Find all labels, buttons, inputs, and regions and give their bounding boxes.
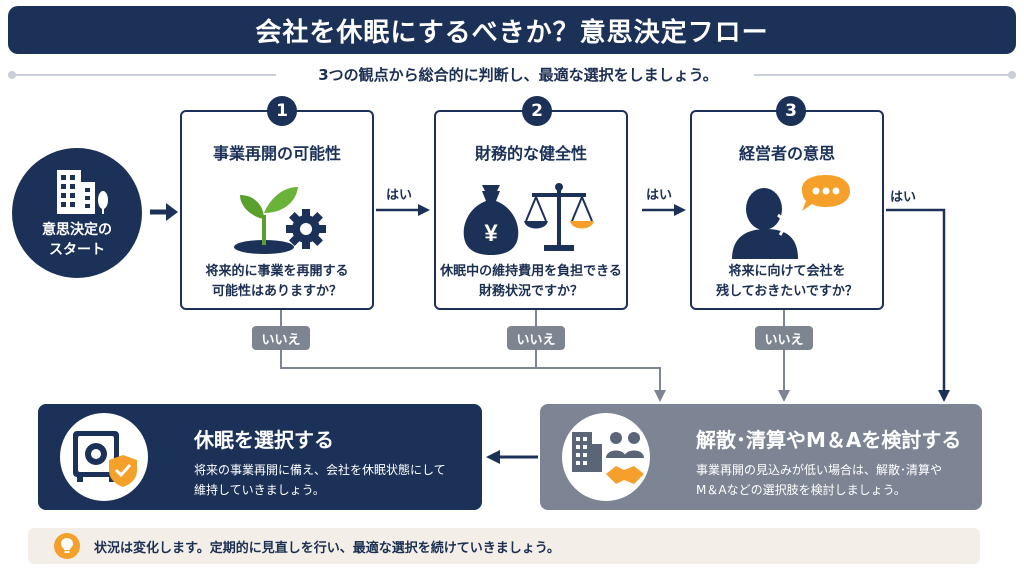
divider-dot-right [1008, 71, 1016, 79]
step-title: 経営者の意思 [738, 144, 835, 163]
divider-left [8, 74, 276, 76]
subtitle: 3つの観点から総合的に判断し、最適な選択をしましょう。 [318, 66, 718, 84]
arrow-head-step2 [418, 204, 430, 216]
footer-text: 状況は変化します。定期的に見直しを行い、最適な選択を続けていきましょう。 [94, 541, 560, 556]
arrow-head-dormant [486, 450, 500, 464]
yes-label-2: はい [646, 188, 673, 203]
result-title: 解散･清算やM＆Aを検討する [696, 428, 962, 452]
result-desc: 事業再開の見込みが低い場合は、解散･清算や M＆Aなどの選択肢を検討しましょう。 [696, 463, 943, 497]
divider-right [754, 74, 1016, 76]
step-number-3: 3 [776, 96, 806, 126]
arrow-head-start [166, 203, 178, 221]
start-label: 意思決定の スタート [42, 220, 112, 260]
start-node: 意思決定の スタート [12, 148, 142, 278]
no-tag-2: いいえ [507, 326, 565, 350]
step-question: 休眠中の維持費用を負担できる 財務状況ですか？ [440, 264, 622, 299]
step-question: 将来に向けて会社を 残しておきたいですか？ [716, 264, 858, 299]
yes-label-1: はい [386, 188, 413, 203]
arrow-head-step3-yes [938, 390, 950, 402]
result-dormant: 休眠を選択する 将来の事業再開に備え、会社を休眠状態にして 維持していきましょう… [38, 404, 482, 510]
thinking-person-icon [692, 172, 882, 262]
result-dissolve: 解散･清算やM＆Aを検討する 事業再開の見込みが低い場合は、解散･清算や M＆A… [540, 404, 982, 510]
no-tag-3: いいえ [755, 326, 813, 350]
footer-note: 状況は変化します。定期的に見直しを行い、最適な選択を続けていきましょう。 [28, 528, 980, 564]
money-bag-scale-icon: ¥ [436, 172, 626, 262]
sprout-gear-icon [182, 172, 372, 262]
step-card-1: 事業再開の可能性 将来的に事業を再開する 可能性はありますか？ [180, 110, 374, 310]
step-title: 財務的な健全性 [474, 144, 587, 163]
page-title: 会社を休眠にするべきか？意思決定フロー [8, 6, 1016, 54]
step-card-3: 経営者の意思 将来に向けて会社を 残しておきたいですか？ [690, 110, 884, 310]
subtitle-row: 3つの観点から総合的に判断し、最適な選択をしましょう。 [8, 60, 1016, 90]
yes-label-3: はい [890, 190, 917, 205]
lightbulb-icon [54, 533, 80, 559]
step-number-2: 2 [522, 96, 552, 126]
no-tag-1: いいえ [252, 326, 310, 350]
arrow-head-no-1 [654, 390, 666, 402]
safe-shield-icon [60, 413, 148, 501]
result-title: 休眠を選択する [194, 428, 334, 452]
arrow-head-no-2 [778, 390, 790, 402]
arrow-head-step3 [674, 204, 686, 216]
step-card-2: 財務的な健全性 ¥ 休眠中の維持費用を負担できる 財務状況ですか？ [434, 110, 628, 310]
step-question: 将来的に事業を再開する 可能性はありますか？ [205, 264, 349, 299]
building-icon [57, 170, 108, 214]
svg-text:¥: ¥ [484, 220, 498, 247]
start-label-text: 意思決定の スタート [42, 222, 112, 258]
line-step1-no-down [280, 350, 661, 392]
step-title: 事業再開の可能性 [212, 144, 341, 163]
building-handshake-icon [562, 413, 650, 501]
divider-dot-left [8, 71, 16, 79]
step-number-1: 1 [267, 96, 297, 126]
result-desc: 将来の事業再開に備え、会社を休眠状態にして 維持していきましょう。 [194, 463, 446, 497]
arrow-step3-yes [886, 208, 946, 392]
